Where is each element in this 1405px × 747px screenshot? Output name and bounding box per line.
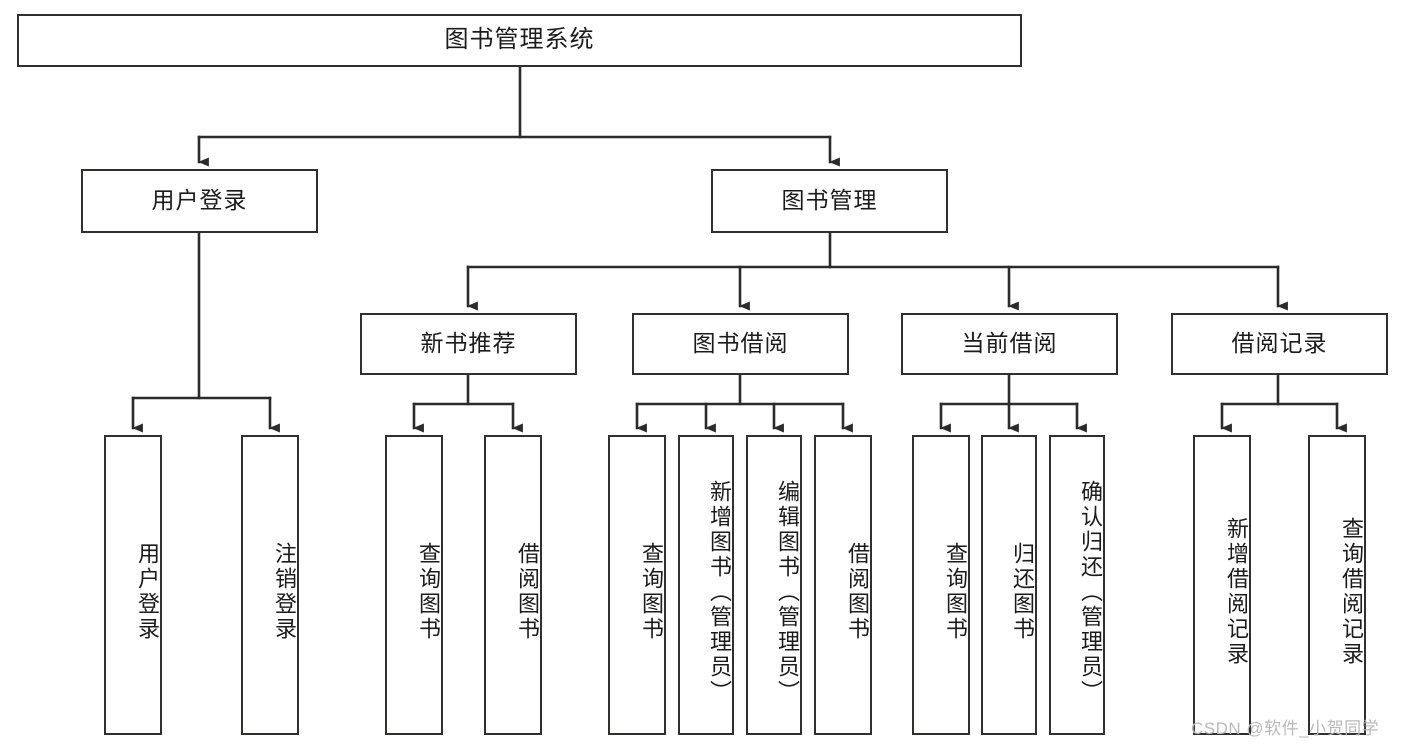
node-leaf-query-book-1[interactable]: 查询图书	[385, 435, 443, 735]
node-leaf-borrow-book-1-label: 借阅图书	[515, 542, 540, 642]
node-new-book-recommend-label: 新书推荐	[420, 330, 517, 357]
node-leaf-edit-book-label: 编辑图书（管理员）	[775, 479, 800, 705]
node-book-borrow-label: 图书借阅	[692, 330, 789, 357]
node-leaf-query-record-label: 查询借阅记录	[1339, 517, 1364, 667]
node-current-borrow[interactable]: 当前借阅	[901, 313, 1118, 375]
node-leaf-borrow-book-2-label: 借阅图书	[845, 542, 870, 642]
node-root[interactable]: 图书管理系统	[17, 14, 1022, 67]
node-borrow-record-label: 借阅记录	[1231, 330, 1328, 357]
node-leaf-user-login[interactable]: 用户登录	[104, 435, 162, 735]
node-leaf-borrow-book-2[interactable]: 借阅图书	[814, 435, 872, 735]
node-leaf-query-book-1-label: 查询图书	[416, 542, 441, 642]
node-leaf-add-record[interactable]: 新增借阅记录	[1193, 435, 1251, 735]
node-leaf-confirm-return-label: 确认归还（管理员）	[1078, 479, 1103, 705]
node-new-book-recommend[interactable]: 新书推荐	[360, 313, 577, 375]
csdn-watermark: CSDN @软件_小贺同学	[1191, 719, 1380, 738]
node-leaf-return-book[interactable]: 归还图书	[981, 435, 1037, 735]
node-leaf-user-login-label: 用户登录	[135, 542, 160, 642]
node-root-label: 图书管理系统	[444, 26, 595, 54]
node-book-borrow[interactable]: 图书借阅	[632, 313, 849, 375]
node-leaf-add-record-label: 新增借阅记录	[1224, 517, 1249, 667]
node-leaf-edit-book[interactable]: 编辑图书（管理员）	[746, 435, 802, 735]
node-book-manage-label: 图书管理	[781, 187, 878, 214]
node-user-login-label: 用户登录	[151, 187, 248, 214]
node-borrow-record[interactable]: 借阅记录	[1171, 313, 1388, 375]
node-leaf-query-record[interactable]: 查询借阅记录	[1308, 435, 1366, 735]
node-current-borrow-label: 当前借阅	[961, 330, 1058, 357]
node-leaf-borrow-book-1[interactable]: 借阅图书	[484, 435, 542, 735]
node-leaf-add-book-label: 新增图书（管理员）	[707, 479, 732, 705]
node-leaf-logout[interactable]: 注销登录	[241, 435, 299, 735]
node-leaf-return-book-label: 归还图书	[1010, 542, 1035, 642]
node-leaf-confirm-return[interactable]: 确认归还（管理员）	[1049, 435, 1105, 735]
node-leaf-add-book[interactable]: 新增图书（管理员）	[678, 435, 734, 735]
node-leaf-query-book-3-label: 查询图书	[943, 542, 968, 642]
node-leaf-logout-label: 注销登录	[272, 542, 297, 642]
node-book-manage[interactable]: 图书管理	[711, 169, 948, 233]
node-leaf-query-book-3[interactable]: 查询图书	[912, 435, 970, 735]
node-leaf-query-book-2[interactable]: 查询图书	[608, 435, 666, 735]
node-user-login[interactable]: 用户登录	[81, 169, 318, 233]
node-leaf-query-book-2-label: 查询图书	[639, 542, 664, 642]
